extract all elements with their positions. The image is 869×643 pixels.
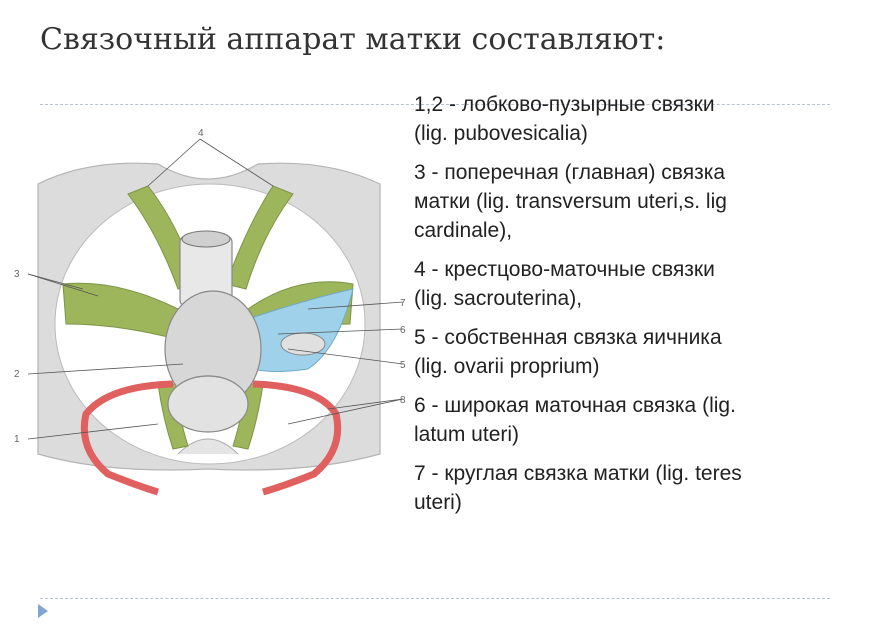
legend-item-1-2: 1,2 - лобково-пузырные связки (lig. pubo… [414, 90, 862, 148]
legend-text: 5 - собственная связка яичника [414, 326, 722, 349]
legend-text: 3 - поперечная (главная) связка [414, 161, 726, 184]
round-ligament-left [80, 380, 174, 496]
figure-label-2: 2 [14, 369, 20, 380]
figure-label-3: 3 [14, 269, 20, 280]
legend-text: 7 - круглая связка матки (lig. teres [414, 462, 742, 485]
legend-text: 6 - широкая маточная связка (lig. [414, 394, 736, 417]
legend-item-7: 7 - круглая связка матки (lig. teres ute… [414, 459, 862, 517]
figure-label-7: 7 [400, 298, 406, 309]
legend-item-6: 6 - широкая маточная связка (lig. latum … [414, 391, 862, 449]
legend-text: 1,2 - лобково-пузырные связки [414, 93, 715, 116]
legend-text: latum uteri) [414, 423, 520, 446]
legend-text: матки (lig. transversum uteri,s. lig [414, 190, 727, 213]
legend-text: cardinale), [414, 219, 513, 242]
figure-label-5: 5 [400, 360, 406, 371]
legend-item-5: 5 - собственная связка яичника (lig. ova… [414, 323, 862, 381]
legend-text: (lig. sacrouterina), [414, 287, 583, 310]
next-slide-arrow-icon[interactable] [38, 604, 48, 618]
divider-bottom [40, 598, 830, 599]
figure-label-8: 8 [400, 395, 406, 406]
slide-title: Связочный аппарат матки составляют: [40, 22, 666, 57]
broad-ligament [247, 288, 354, 372]
legend-item-3: 3 - поперечная (главная) связка матки (l… [414, 158, 862, 245]
leader-lines [27, 138, 404, 440]
ligament-legend: 1,2 - лобково-пузырные связки (lig. pubo… [414, 90, 862, 527]
legend-text: (lig. pubovesicalia) [414, 122, 588, 145]
anatomy-illustration: 4 3 2 1 7 6 5 8 [14, 128, 406, 496]
legend-text: 4 - крестцово-маточные связки [414, 258, 715, 281]
bladder [167, 375, 249, 433]
legend-item-4: 4 - крестцово-маточные связки (lig. sacr… [414, 255, 862, 313]
legend-text: uteri) [414, 491, 462, 514]
pubic-arch [177, 438, 239, 455]
figure-label-6: 6 [400, 325, 406, 336]
figure-label-1: 1 [14, 434, 20, 445]
round-ligament-right [252, 380, 342, 496]
legend-text: (lig. ovarii proprium) [414, 355, 600, 378]
figure-label-4: 4 [198, 128, 204, 139]
cervix-opening [181, 230, 231, 248]
divider-top [40, 104, 830, 105]
ovary [280, 332, 326, 356]
